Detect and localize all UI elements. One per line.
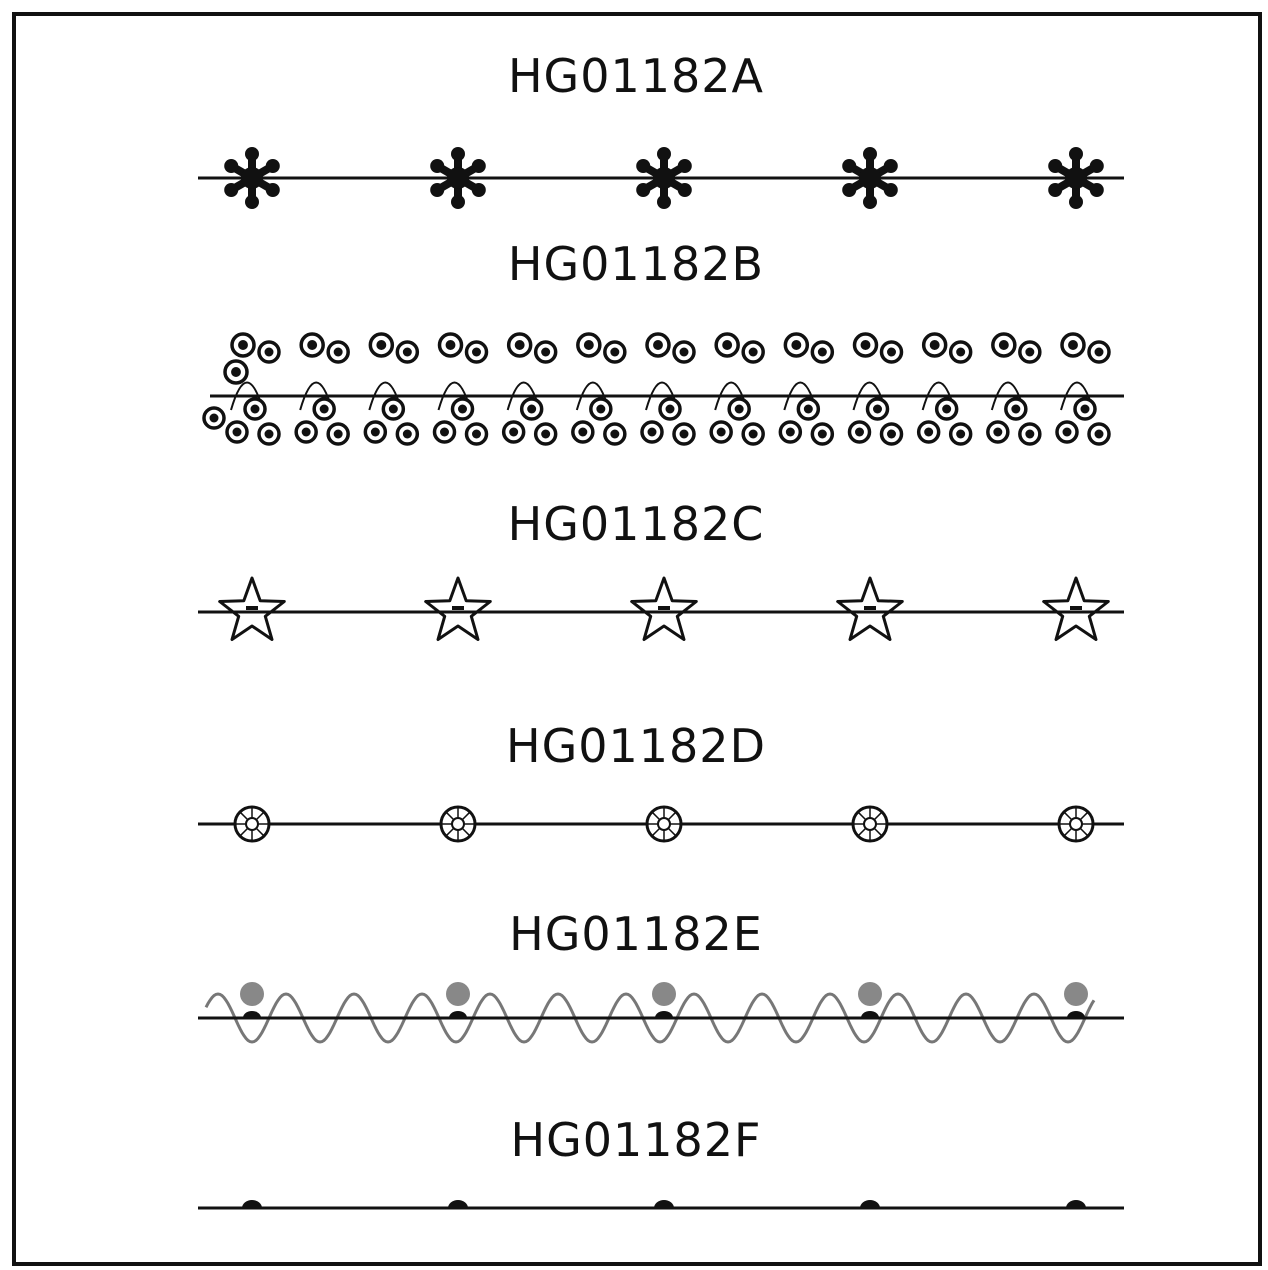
garland-row-c: HG01182C: [198, 497, 1124, 641]
gray-bead-icon: [652, 982, 676, 1018]
round-bead-icon: [645, 805, 683, 843]
garland-row-b: HG01182B: [202, 237, 1124, 446]
item-code-b: HG01182B: [508, 237, 764, 291]
black-bead-icon: [242, 1200, 262, 1208]
flower-cluster-icon: [847, 332, 904, 446]
gray-bead-icon: [446, 982, 470, 1018]
flower-cluster-icon: [501, 332, 558, 446]
garland-row-e: HG01182E: [198, 907, 1124, 1044]
garland-row-f: HG01182F: [198, 1113, 1124, 1210]
flower-cluster-icon: [432, 332, 489, 446]
flower-cluster-icon: [294, 332, 350, 446]
flower-cluster-icon: [986, 332, 1042, 446]
item-code-d: HG01182D: [506, 719, 766, 773]
gray-bead-icon: [1064, 982, 1088, 1018]
star-icon: [218, 576, 286, 641]
item-code-c: HG01182C: [508, 497, 765, 551]
flower-cluster-icon: [225, 332, 281, 446]
flower-cluster-icon: [916, 332, 973, 446]
black-bead-icon: [448, 1200, 468, 1208]
item-code-e: HG01182E: [509, 907, 763, 961]
snowflake-icon: [636, 147, 692, 209]
black-bead-icon: [654, 1200, 674, 1208]
black-bead-icon: [1066, 1200, 1086, 1208]
flower-cluster-icon: [202, 359, 249, 430]
flower-cluster-icon: [709, 332, 765, 446]
star-icon: [1042, 576, 1110, 641]
flower-cluster-icon: [363, 332, 420, 446]
star-icon: [836, 576, 904, 641]
wave-strand-e: [204, 992, 1096, 1044]
round-bead-icon: [1057, 805, 1095, 843]
round-bead-icon: [439, 805, 477, 843]
flower-cluster-icon: [778, 332, 835, 446]
flower-cluster-icon: [1055, 332, 1111, 446]
gray-bead-icon: [240, 982, 264, 1018]
item-code-f: HG01182F: [510, 1113, 761, 1167]
star-icon: [424, 576, 492, 641]
black-bead-icon: [860, 1200, 880, 1208]
snowflake-icon: [842, 147, 898, 209]
garland-row-d: HG01182D: [198, 719, 1124, 843]
product-sheet: [12, 12, 1262, 1266]
gray-bead-icon: [858, 982, 882, 1018]
item-code-a: HG01182A: [508, 49, 764, 103]
star-icon: [630, 576, 698, 641]
round-bead-icon: [233, 805, 271, 843]
snowflake-icon: [1048, 147, 1104, 209]
flower-cluster-icon: [571, 332, 627, 446]
garland-row-a: HG01182A: [198, 49, 1124, 209]
round-bead-icon: [851, 805, 889, 843]
flower-cluster-icon: [640, 332, 696, 446]
snowflake-icon: [224, 147, 280, 209]
snowflake-icon: [430, 147, 486, 209]
